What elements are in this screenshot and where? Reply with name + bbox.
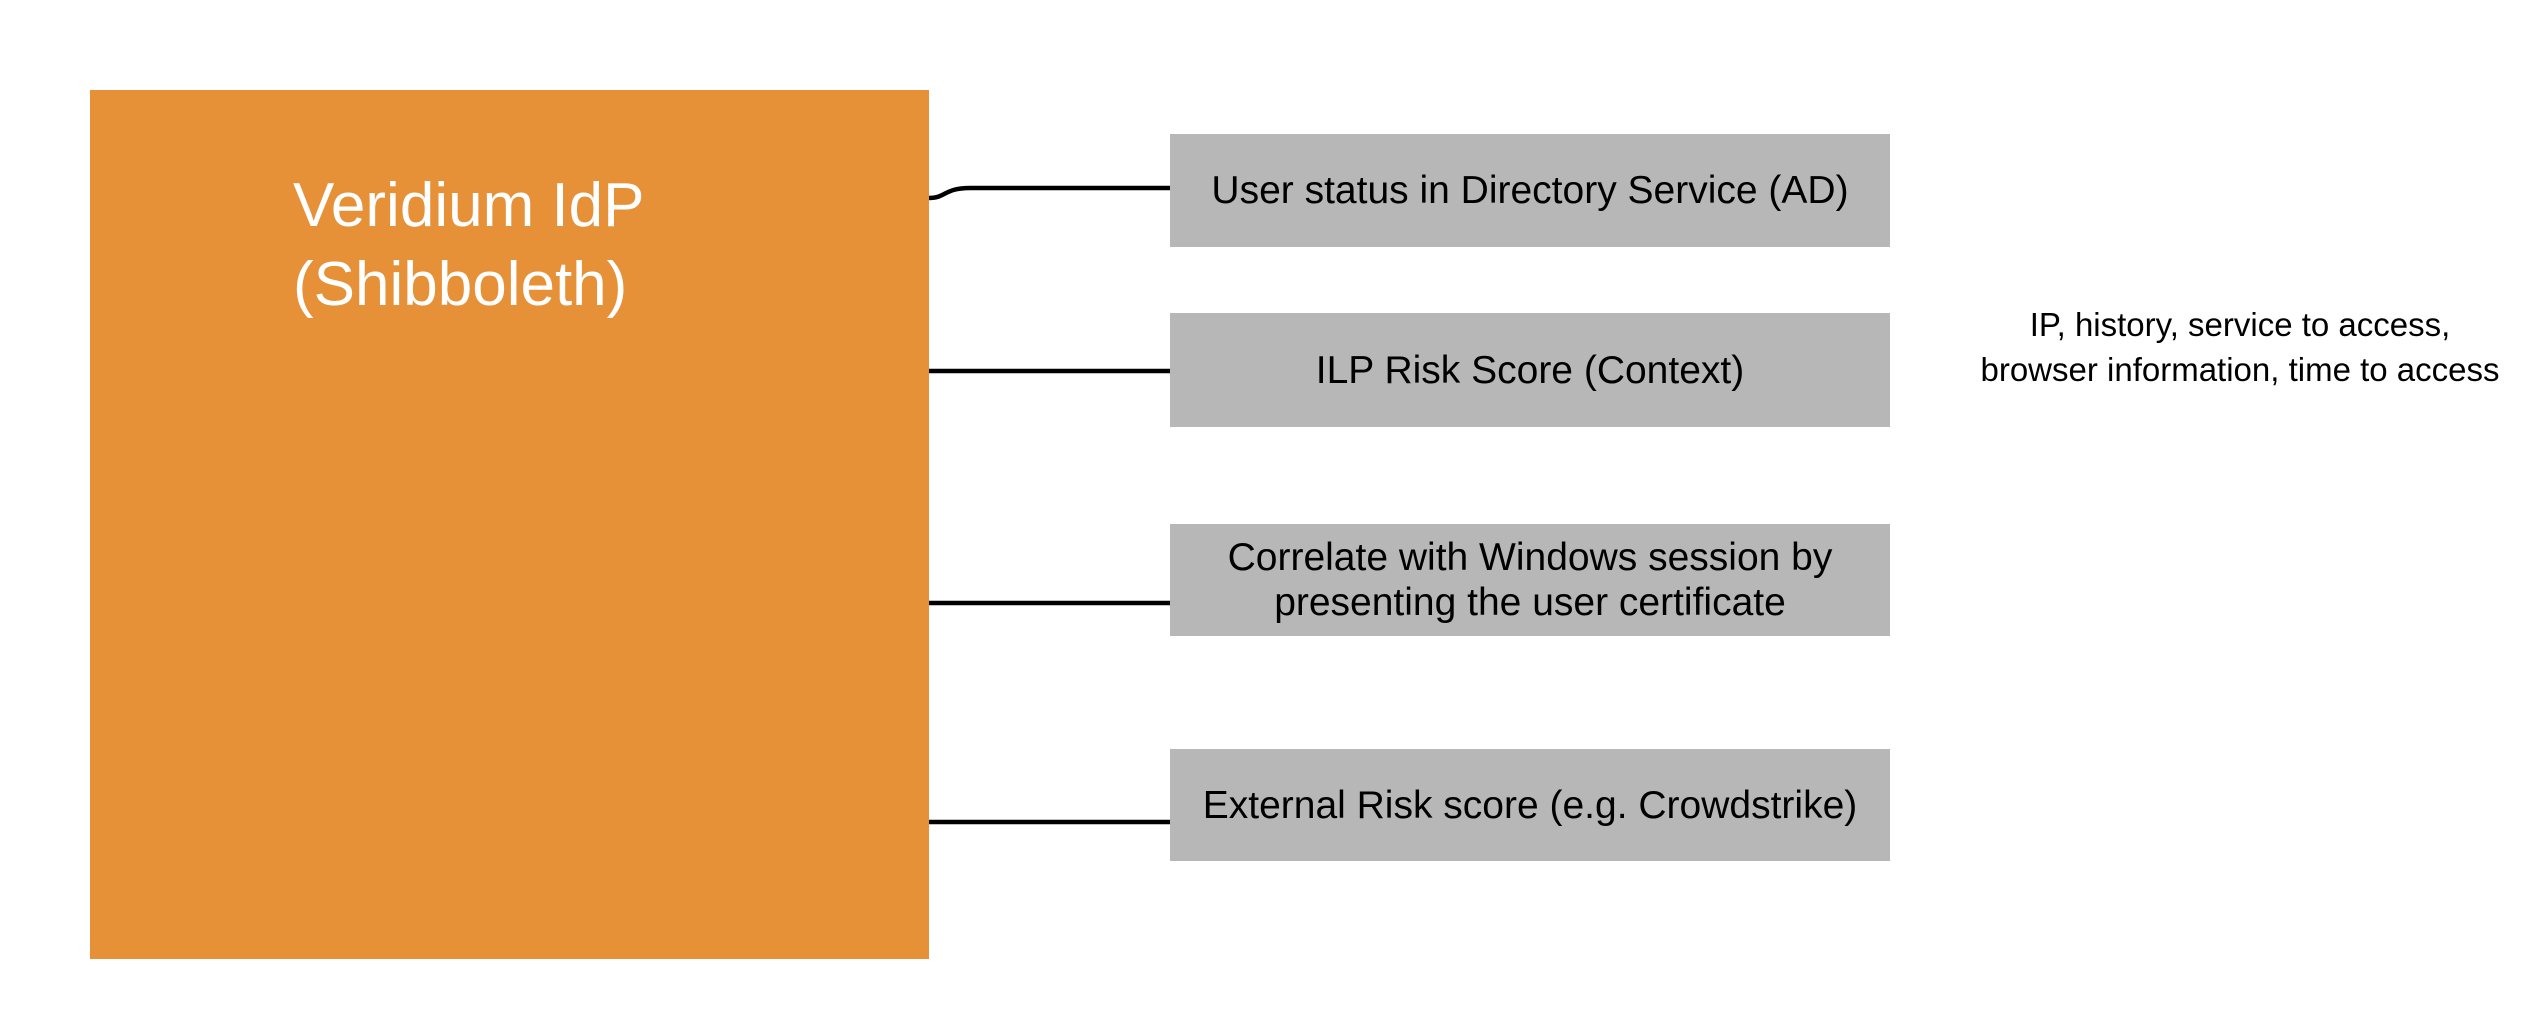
veridium-idp-label: Veridium IdP (Shibboleth) [293,171,645,319]
factor-box-windows-session: Correlate with Windows session by presen… [1170,524,1890,636]
factor-box-user-status-label: User status in Directory Service (AD) [1211,169,1849,212]
factor-box-external-risk: External Risk score (e.g. Crowdstrike) [1170,749,1890,861]
connector-line-user-status [928,185,1170,201]
context-annotation: IP, history, service to access, browser … [1980,306,2500,388]
veridium-idp-box: Veridium IdP (Shibboleth) [90,90,929,959]
factor-box-user-status: User status in Directory Service (AD) [1170,134,1890,247]
factor-box-ilp-risk: ILP Risk Score (Context) [1170,313,1890,427]
factor-box-windows-session-label: Correlate with Windows session by presen… [1227,536,1833,624]
factor-box-external-risk-label: External Risk score (e.g. Crowdstrike) [1202,783,1858,827]
factor-box-ilp-risk-label: ILP Risk Score (Context) [1315,348,1745,392]
